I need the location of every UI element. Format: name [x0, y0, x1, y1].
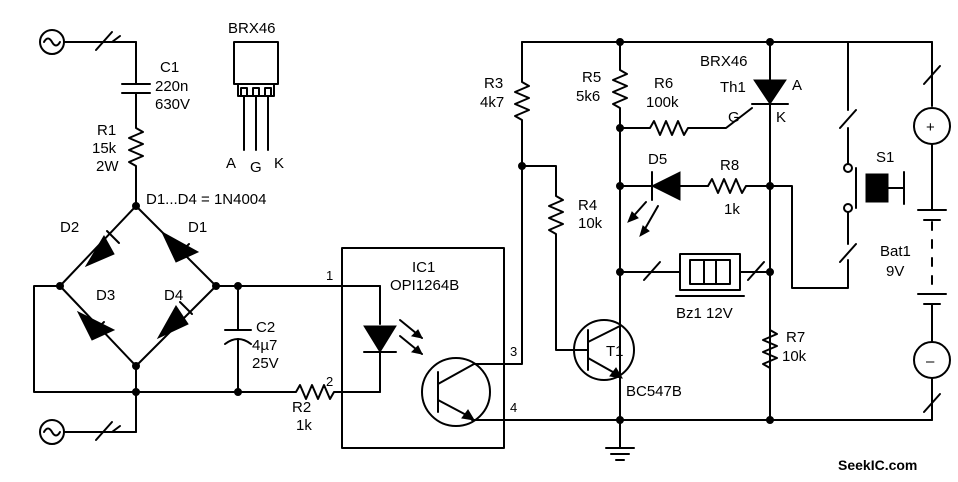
brx46-package-icon: [233, 41, 279, 151]
switch-wire: [769, 185, 849, 289]
r2-value: 1k: [296, 417, 312, 434]
r5-name: R5: [582, 69, 601, 86]
pin-4: 4: [510, 400, 517, 415]
c1-value: 220n: [155, 78, 188, 95]
battery-voltage: 9V: [886, 263, 904, 280]
battery-bat1: [913, 41, 951, 421]
c2-value: 4µ7: [252, 337, 277, 354]
bz1-label: Bz1 12V: [676, 305, 733, 322]
package-pin-a: A: [226, 155, 236, 172]
package-name: BRX46: [228, 20, 276, 37]
battery-plus: +: [926, 119, 935, 136]
d1-label: D1: [188, 219, 207, 236]
r8-name: R8: [720, 157, 739, 174]
c1-voltage: 630V: [155, 96, 190, 113]
d5-label: D5: [648, 151, 667, 168]
r1-power: 2W: [96, 158, 119, 175]
t1-part: BC547B: [626, 383, 682, 400]
th1-pin-g: G: [728, 109, 740, 126]
ground-icon: [605, 419, 635, 461]
r3-name: R3: [484, 75, 503, 92]
c1-name: C1: [160, 59, 179, 76]
th1-pin-k: K: [776, 109, 786, 126]
r2-name: R2: [292, 399, 311, 416]
capacitor-c1: [121, 41, 151, 121]
battery-name: Bat1: [880, 243, 911, 260]
resistor-r5: [612, 41, 628, 132]
resistor-r6: [619, 107, 753, 136]
t1-name: T1: [606, 343, 624, 360]
r4-value: 10k: [578, 215, 603, 232]
battery-minus: –: [926, 353, 935, 370]
r7-value: 10k: [782, 348, 807, 365]
th1-part: BRX46: [700, 53, 748, 70]
r6-name: R6: [654, 75, 673, 92]
resistor-r2: [289, 384, 381, 400]
resistor-r8: [707, 178, 774, 194]
transistor-t1: [573, 319, 635, 421]
pin-3: 3: [510, 344, 517, 359]
resistor-r7: [762, 329, 778, 369]
c2-name: C2: [256, 319, 275, 336]
switch-s1: [839, 41, 905, 263]
d3-label: D3: [96, 287, 115, 304]
bridge-rectifier: [33, 202, 220, 433]
watermark: SeekIC.com: [838, 457, 917, 473]
d4-label: D4: [164, 287, 183, 304]
diodes-note: D1...D4 = 1N4004: [146, 191, 267, 208]
mains-input-bottom: [39, 419, 137, 445]
th1-name: Th1: [720, 79, 746, 96]
resistor-r4: [521, 165, 579, 351]
ic1-name: IC1: [412, 259, 435, 276]
pin-1: 1: [326, 268, 333, 283]
c2-voltage: 25V: [252, 355, 279, 372]
package-pin-g: G: [250, 159, 262, 176]
s1-label: S1: [876, 149, 894, 166]
r1-value: 15k: [92, 140, 117, 157]
buzzer-bz1: [616, 253, 774, 297]
resistor-r1: [128, 119, 144, 207]
th1-pin-a: A: [792, 77, 802, 94]
r1-name: R1: [97, 122, 116, 139]
mains-input-top: [39, 29, 137, 55]
r3-value: 4k7: [480, 94, 504, 111]
optocoupler-ic1: [341, 165, 523, 449]
led-d5: [616, 127, 709, 421]
package-pin-k: K: [274, 155, 284, 172]
r7-name: R7: [786, 329, 805, 346]
resistor-r3: [514, 41, 530, 170]
d2-label: D2: [60, 219, 79, 236]
r4-name: R4: [578, 197, 597, 214]
pin-2: 2: [326, 374, 333, 389]
capacitor-c2: [135, 282, 381, 396]
ic1-part: OPI1264B: [390, 277, 459, 294]
r6-value: 100k: [646, 94, 679, 111]
r5-value: 5k6: [576, 88, 600, 105]
r8-value: 1k: [724, 201, 740, 218]
